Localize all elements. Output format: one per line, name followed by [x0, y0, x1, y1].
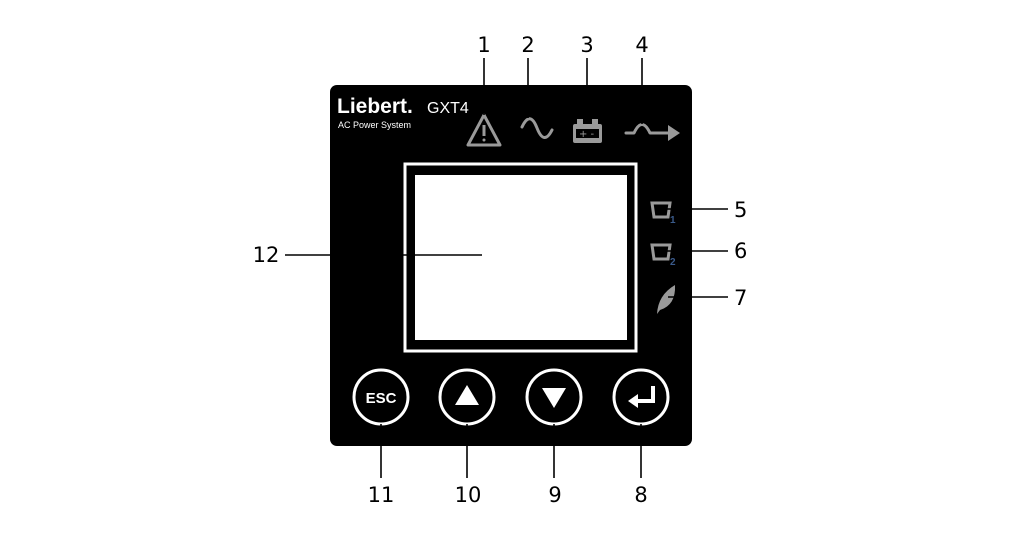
battery-icon: + -	[573, 119, 602, 143]
esc-button[interactable]: ESC	[352, 368, 410, 426]
up-arrow-icon	[455, 385, 479, 405]
esc-label: ESC	[366, 390, 397, 407]
down-button[interactable]	[525, 368, 583, 426]
bypass-arrow-icon	[624, 123, 680, 141]
warning-triangle-icon	[466, 113, 502, 147]
callout-4: 4	[635, 33, 648, 57]
ac-sine-wave-icon	[520, 117, 554, 139]
down-arrow-icon	[542, 388, 566, 408]
callout-7: 7	[734, 286, 747, 310]
eco-leaf-icon	[657, 285, 676, 314]
callout-3: 3	[580, 33, 593, 57]
callout-12: 12	[253, 243, 280, 267]
callout-8: 8	[634, 483, 647, 507]
callout-10: 10	[455, 483, 482, 507]
callout-1: 1	[477, 33, 490, 57]
callout-6: 6	[734, 239, 747, 263]
brand-subtitle: AC Power System	[338, 120, 411, 130]
outlet-group-1-icon: 1	[650, 201, 676, 226]
model-name: GXT4	[427, 100, 469, 117]
callout-11: 11	[368, 483, 395, 507]
svg-text:2: 2	[670, 257, 676, 268]
enter-icon	[628, 386, 655, 408]
callout-5: 5	[734, 198, 747, 222]
callout-2: 2	[521, 33, 534, 57]
up-button[interactable]	[438, 368, 496, 426]
lcd-screen	[415, 175, 627, 340]
brand-logo: Liebert.	[337, 95, 413, 118]
svg-text:+ -: + -	[579, 129, 595, 140]
enter-button[interactable]	[612, 368, 670, 426]
callout-lines	[285, 58, 728, 478]
outlet-group-2-icon: 2	[650, 243, 676, 268]
callout-9: 9	[548, 483, 561, 507]
svg-text:1: 1	[670, 215, 676, 226]
